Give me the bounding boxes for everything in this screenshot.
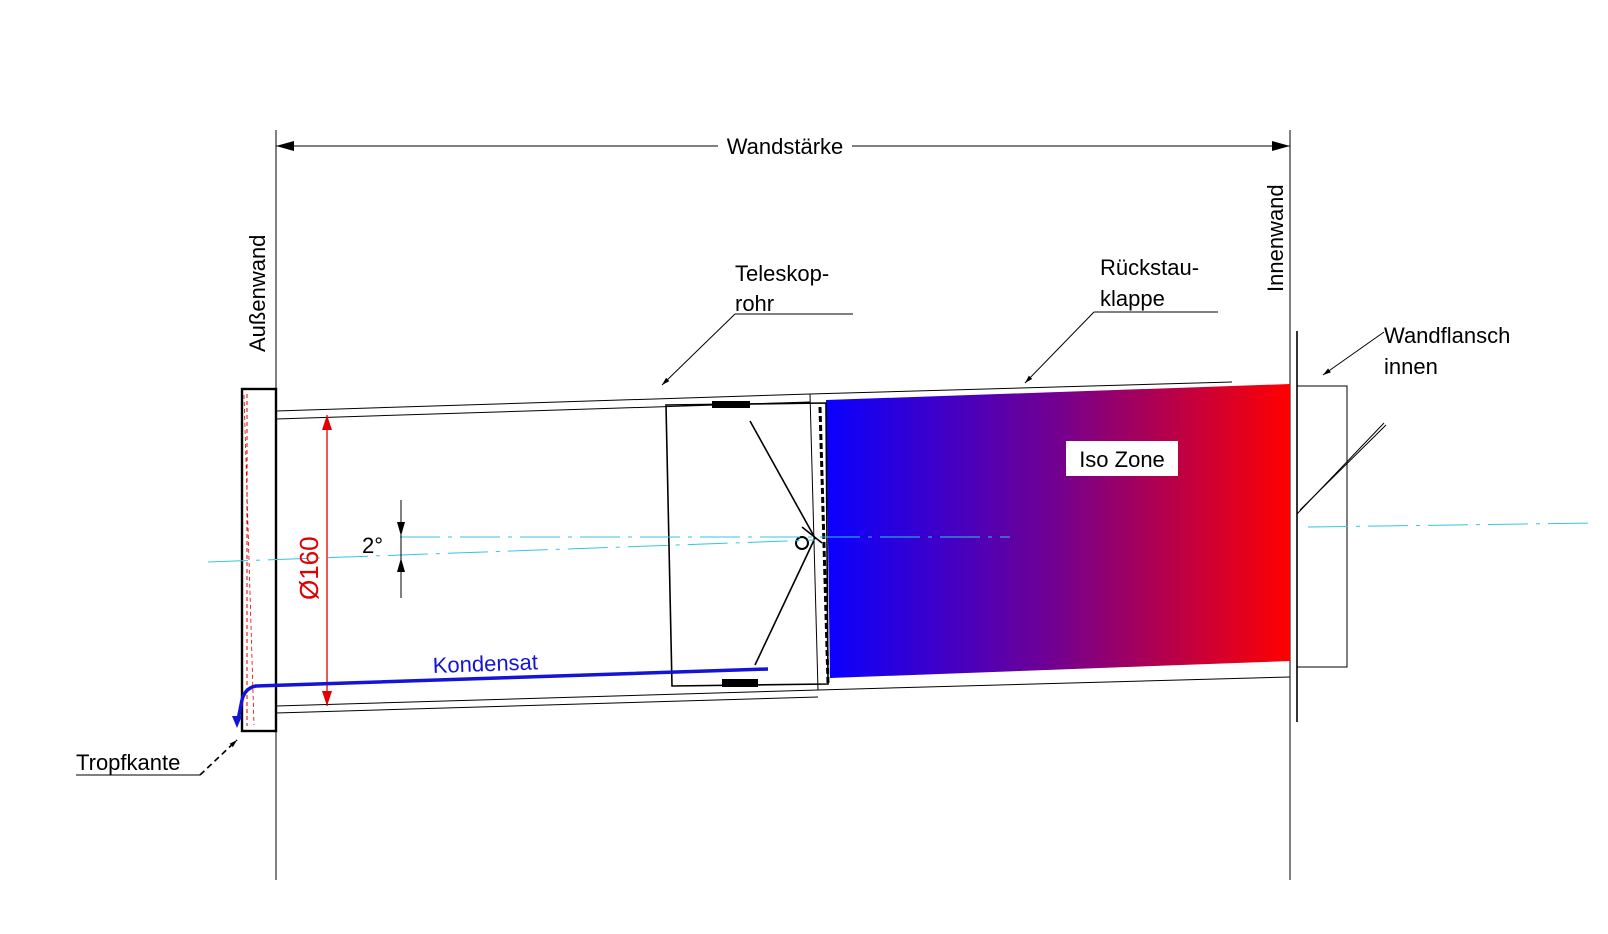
condensate-label: Kondensat — [432, 649, 538, 678]
flange-label-line1: Wandflansch — [1384, 323, 1510, 348]
backflow-flap-callout: Rückstau- klappe — [1024, 255, 1218, 384]
iso-zone: Iso Zone — [826, 384, 1290, 678]
telescope-label-line1: Teleskop- — [735, 261, 829, 286]
telescope-label-line2: rohr — [735, 291, 774, 316]
backflow-label-line2: klappe — [1100, 286, 1165, 311]
diameter-label: Ø160 — [294, 536, 324, 600]
flange-label-line2: innen — [1384, 354, 1438, 379]
inner-wall-label: Innenwand — [1263, 184, 1288, 292]
angle-marker: 2° — [362, 500, 405, 598]
angle-label: 2° — [362, 533, 383, 558]
tube-center-axis — [207, 539, 816, 563]
iso-zone-label-box — [1066, 441, 1178, 476]
condensate-path: Kondensat — [232, 649, 769, 728]
iso-zone-label: Iso Zone — [1079, 447, 1165, 472]
drip-edge-callout: Tropfkante — [76, 739, 238, 776]
backflow-flap — [665, 401, 830, 687]
backflow-label-line1: Rückstau- — [1100, 255, 1199, 280]
inner-axis — [1307, 522, 1596, 528]
outer-wall-label: Außenwand — [245, 235, 270, 352]
telescope-tube-callout: Teleskop- rohr — [661, 261, 853, 386]
wall-thickness-dimension: Wandstärke — [275, 130, 1291, 880]
wall-thickness-label: Wandstärke — [727, 134, 844, 159]
drip-edge-label: Tropfkante — [76, 750, 180, 775]
diameter-dimension: Ø160 — [294, 415, 332, 706]
flange-callout: Wandflansch innen — [1322, 323, 1510, 379]
